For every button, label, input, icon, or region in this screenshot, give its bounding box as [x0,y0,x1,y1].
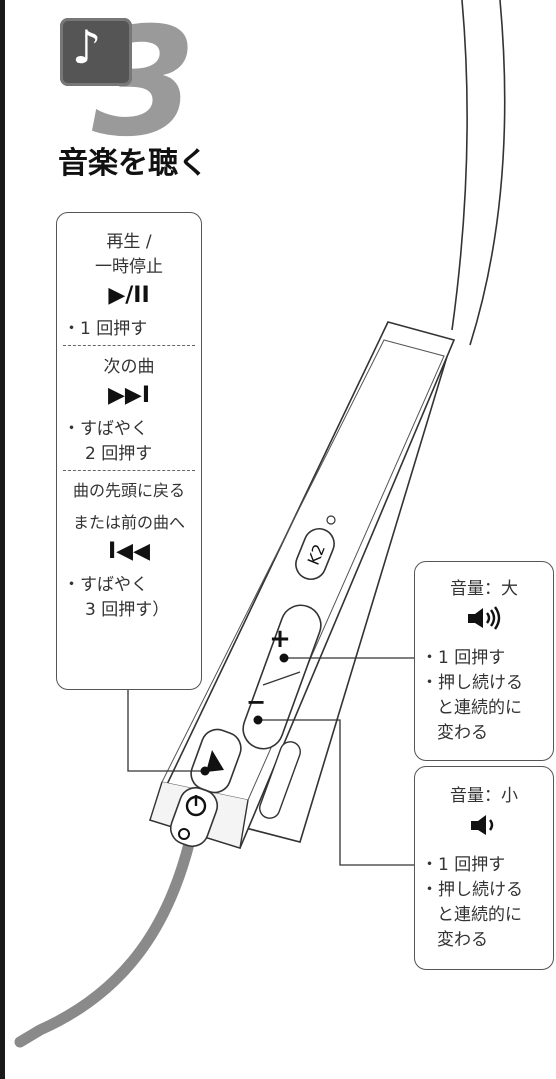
k2-button: K2 [295,528,335,580]
next-press-line-1: ・すばやく [63,419,148,439]
volume-down-line-4: 変わる [437,930,488,950]
prev-title-line-1: 曲の先頭に戻る [72,481,185,500]
play-title-line-1: 再生 / [106,232,152,252]
play-pause-symbol: ▶/II [108,283,150,308]
svg-text:−: − [246,688,266,716]
power-button [169,786,219,848]
divider [63,345,195,346]
volume-rocker: + − [242,604,322,750]
page-edge-bar [0,0,5,1079]
speaker-loud-icon [421,605,547,637]
volume-down-line-2: ・押し続ける [421,880,523,900]
volume-up-line-4: 変わる [437,723,488,743]
prev-title-line-2: または前の曲へ [72,513,185,532]
play-title-line-2: 一時停止 [95,257,163,277]
next-press-line-2: 2 回押す [85,444,153,464]
divider [63,470,195,471]
cable [14,834,196,1048]
volume-up-line-2: ・押し続ける [421,673,523,693]
play-button [190,728,242,794]
previous-track-symbol: I◀◀ [107,539,151,564]
svg-text:+: + [269,624,291,654]
volume-down-line-3: と連続的に [437,905,522,925]
music-note-icon: ♪ [60,18,132,86]
prev-press-line-2: 3 回押す） [85,600,170,620]
volume-up-line-1: ・1 回押す [421,648,506,668]
volume-down-callout: 音量：小 ・1 回押す ・押し続ける と連続的に 変わる [414,766,554,970]
prev-press-line-1: ・すばやく [63,575,148,595]
volume-up-callout: 音量：大 ・1 回押す ・押し続ける と連続的に 変わる [414,561,554,761]
section-title: 音楽を聴く [58,146,208,181]
next-track-symbol: ▶▶I [107,383,151,408]
volume-down-line-1: ・1 回押す [421,855,506,875]
volume-up-line-3: と連続的に [437,698,522,718]
volume-up-title: 音量：大 [450,579,518,599]
speaker-quiet-icon [421,812,547,844]
next-title: 次の曲 [103,357,155,377]
volume-down-title: 音量：小 [450,786,518,806]
play-press-text: ・1 回押す [63,319,148,339]
play-next-prev-callout: 再生 / 一時停止 ▶/II ・1 回押す 次の曲 ▶▶I ・すばやく 2 回押… [56,212,202,690]
